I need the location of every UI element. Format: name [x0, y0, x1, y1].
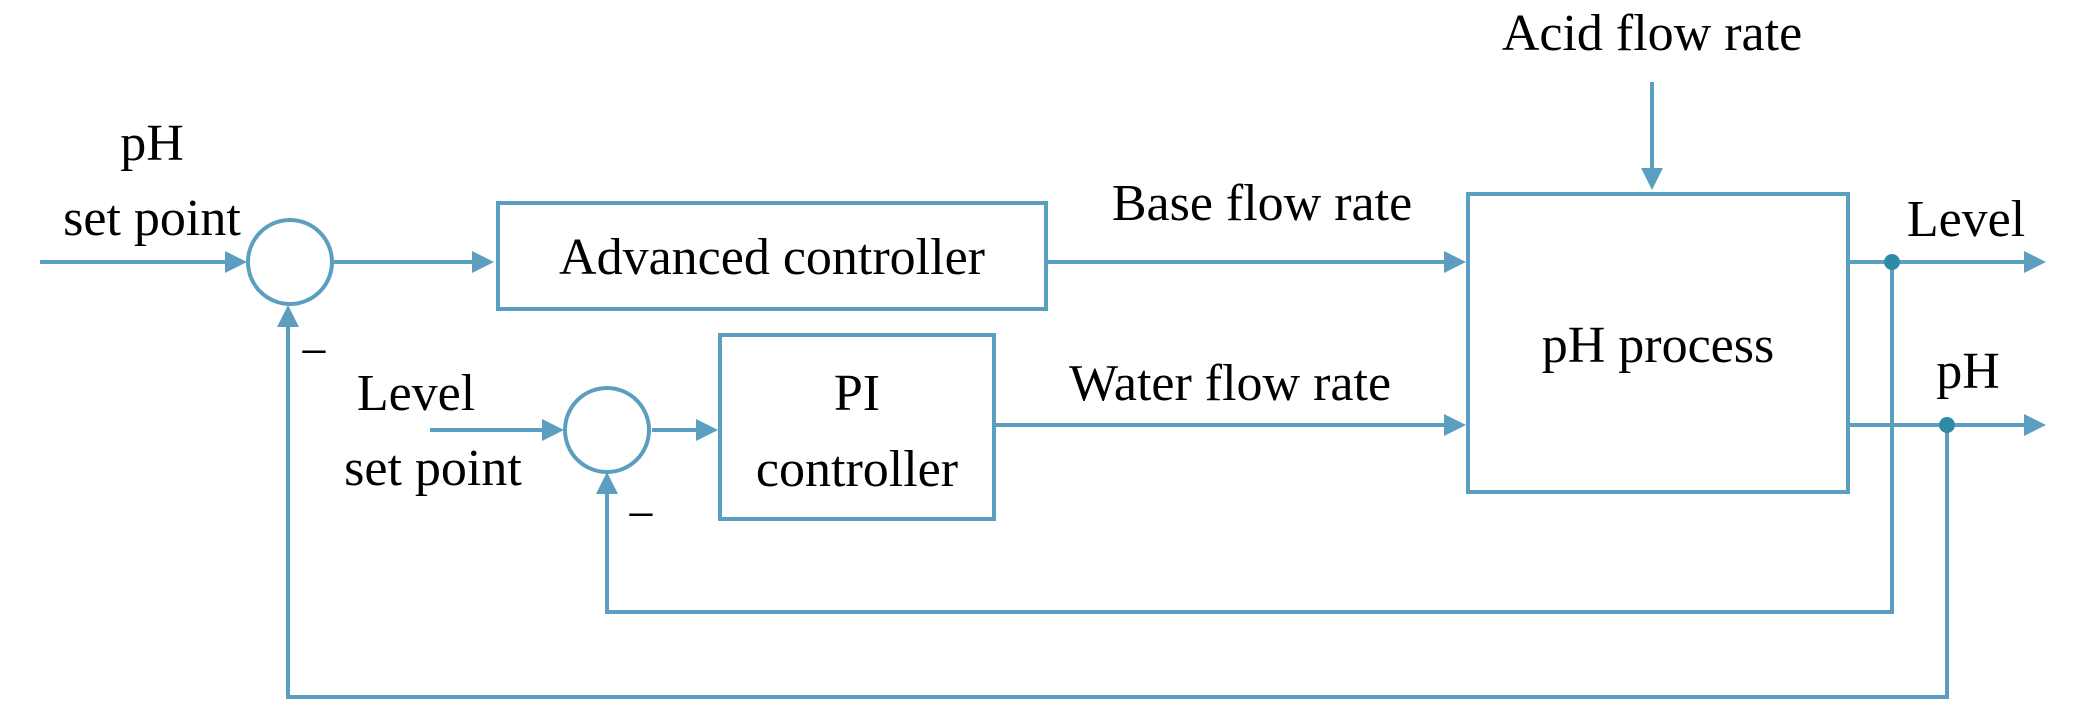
level-pickoff-dot [1884, 254, 1900, 270]
arrow-water-into-process [1444, 414, 1466, 436]
arrow-into-advanced [472, 251, 494, 273]
ph-pickoff-dot [1939, 417, 1955, 433]
water-flow-rate-label: Water flow rate [1069, 355, 1391, 412]
level-output-label: Level [1907, 191, 2025, 248]
ph-feedback-minus-sign: _ [302, 310, 326, 354]
summing-junction-level [563, 386, 651, 474]
pi-controller-block [718, 333, 996, 521]
arrow-into-sum1 [225, 251, 247, 273]
arrow-into-sum2 [542, 419, 564, 441]
arrow-acid-into-process [1641, 168, 1663, 190]
arrow-ph-feedback-into-sum1 [277, 305, 299, 327]
pi-controller-label-line1: PI [834, 365, 880, 422]
advanced-controller-label: Advanced controller [559, 229, 985, 286]
advanced-controller-block [496, 201, 1048, 311]
signal-lines [40, 82, 2026, 699]
level-feedback-minus-sign: _ [629, 473, 653, 517]
level-feedback-line [605, 262, 1894, 614]
arrow-level-out [2024, 251, 2046, 273]
ph-output-label: pH [1936, 343, 2000, 400]
base-flow-rate-label: Base flow rate [1112, 175, 1412, 232]
pi-controller-label-line2: controller [756, 441, 958, 498]
acid-flow-rate-label: Acid flow rate [1502, 5, 1802, 62]
arrowheads [225, 168, 2046, 494]
ph-setpoint-label-line1: pH [120, 115, 184, 172]
ph-setpoint-label-line2: set point [63, 190, 241, 247]
summing-junction-ph [246, 218, 334, 306]
ph-process-block [1466, 192, 1850, 494]
arrow-base-into-process [1444, 251, 1466, 273]
arrow-level-feedback-into-sum2 [596, 472, 618, 494]
arrow-ph-out [2024, 414, 2046, 436]
ph-feedback-line [286, 318, 1949, 699]
level-setpoint-label-line1: Level [357, 365, 475, 422]
ph-process-label: pH process [1542, 317, 1775, 374]
arrow-into-pi [696, 419, 718, 441]
level-setpoint-label-line2: set point [344, 440, 522, 497]
